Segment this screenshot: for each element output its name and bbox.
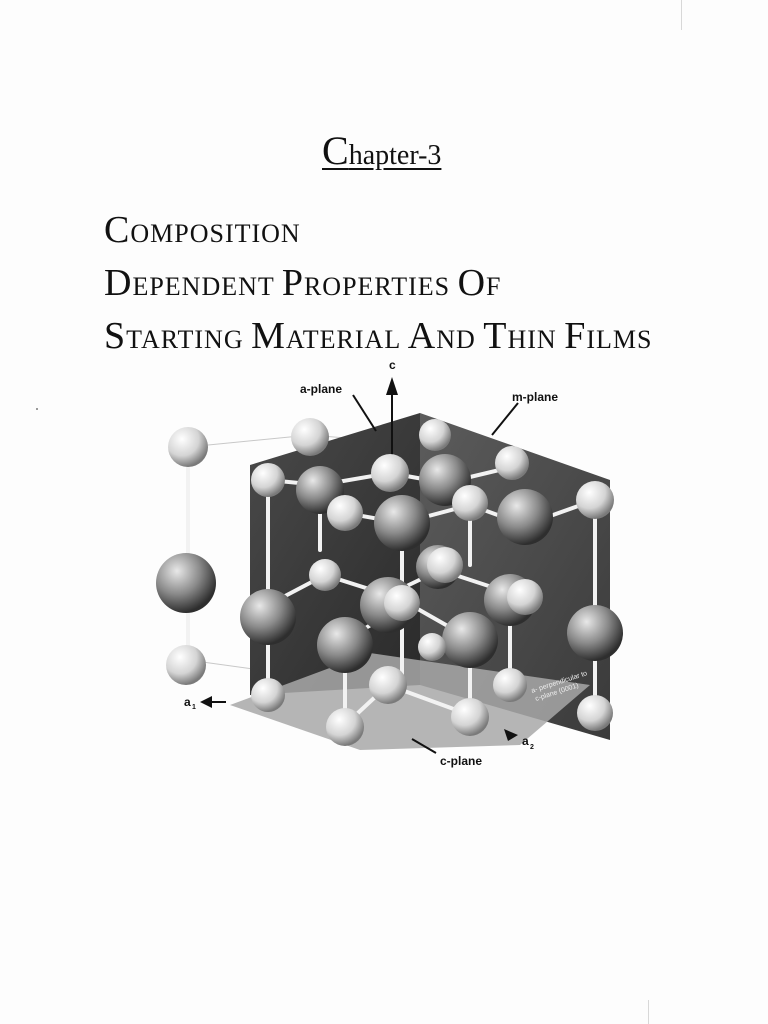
a1-axis-label: a: [184, 695, 191, 709]
c-axis: [386, 377, 398, 465]
chapter-heading-initial: C: [322, 128, 349, 173]
scan-edge-line: [648, 1000, 649, 1024]
small-atom: [493, 668, 527, 702]
small-atom: [427, 547, 463, 583]
large-atom: [240, 589, 296, 645]
chapter-title-line-2: DEPENDENT PROPERTIES OF: [104, 257, 744, 310]
a2-axis: a 2: [504, 729, 534, 751]
scan-edge-line: [681, 0, 682, 30]
title-word-rest: TARTING: [126, 325, 252, 354]
small-atom: [451, 698, 489, 736]
small-atom: [577, 695, 613, 731]
small-atom: [371, 454, 409, 492]
title-word-cap: A: [407, 315, 437, 357]
title-word-rest: HIN: [507, 325, 565, 354]
chapter-title-line-3: STARTING MATERIAL AND THIN FILMS: [104, 310, 744, 363]
chapter-title: COMPOSITION DEPENDENT PROPERTIES OF STAR…: [104, 204, 744, 363]
title-word-cap: T: [483, 315, 508, 357]
title-word-cap: S: [104, 315, 127, 357]
crystal-structure-figure: c a-plane m-plane c-plane a 1 a 2 a- per…: [140, 355, 640, 795]
large-atom: [317, 617, 373, 673]
a2-axis-label: a: [522, 734, 529, 748]
small-atom: [369, 666, 407, 704]
title-word-cap: D: [104, 262, 133, 304]
small-atom: [168, 427, 208, 467]
large-atom: [497, 489, 553, 545]
chapter-heading: Chapter-3: [322, 131, 441, 176]
small-atom: [419, 419, 451, 451]
small-atom: [507, 579, 543, 615]
a2-axis-subscript: 2: [530, 744, 534, 751]
a-plane-label: a-plane: [300, 382, 342, 396]
large-atom: [442, 612, 498, 668]
title-word-rest: ATERIAL: [285, 325, 408, 354]
scan-speck: [36, 408, 38, 410]
title-word-cap: M: [251, 315, 286, 357]
small-atom: [576, 481, 614, 519]
small-atom: [291, 418, 329, 456]
small-atom: [309, 559, 341, 591]
title-word-rest: F: [486, 272, 502, 301]
small-atoms: [166, 418, 614, 746]
a1-axis: a 1: [184, 695, 226, 711]
title-word-cap: C: [104, 209, 131, 251]
m-plane-label: m-plane: [512, 390, 558, 404]
title-word-rest: OMPOSITION: [130, 219, 301, 248]
small-atom: [418, 633, 446, 661]
small-atom: [495, 446, 529, 480]
title-word-cap: O: [457, 262, 487, 304]
c-plane-label: c-plane: [440, 754, 482, 768]
large-atom: [567, 605, 623, 661]
small-atom: [166, 645, 206, 685]
large-atom: [156, 553, 216, 613]
small-atom: [251, 463, 285, 497]
a1-axis-subscript: 1: [192, 704, 196, 711]
pointer-lines: [352, 394, 519, 754]
title-word-cap: F: [564, 315, 587, 357]
c-axis-label: c: [389, 358, 396, 372]
wurtzite-lattice-diagram: c a-plane m-plane c-plane a 1 a 2 a- per…: [156, 358, 623, 768]
title-word-rest: ND: [436, 325, 484, 354]
title-word-rest: ROPERTIES: [303, 272, 458, 301]
small-atom: [327, 495, 363, 531]
chapter-title-line-1: COMPOSITION: [104, 204, 744, 257]
large-atom: [374, 495, 430, 551]
chapter-heading-rest: hapter-3: [348, 140, 442, 171]
title-word-rest: ILMS: [586, 325, 653, 354]
small-atom: [326, 708, 364, 746]
small-atom: [452, 485, 488, 521]
small-atom: [384, 585, 420, 621]
title-word-rest: EPENDENT: [132, 272, 282, 301]
title-word-cap: P: [281, 262, 304, 304]
small-atom: [251, 678, 285, 712]
